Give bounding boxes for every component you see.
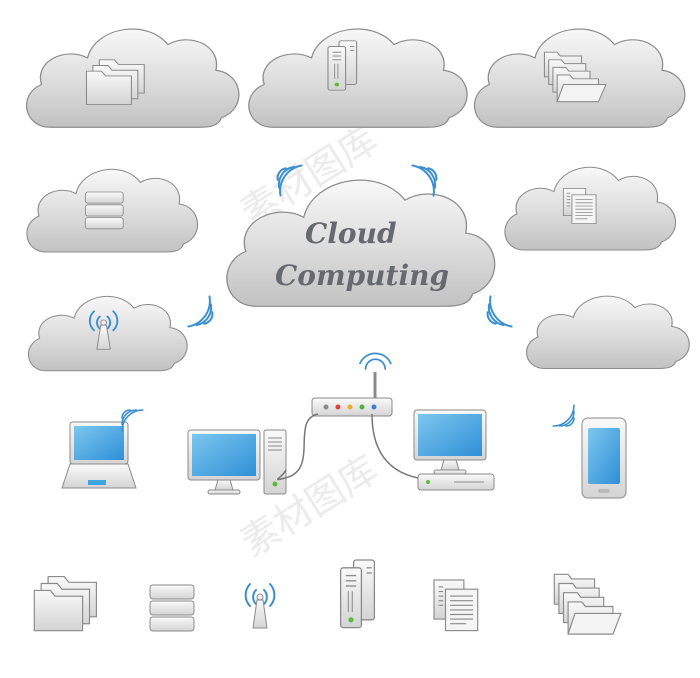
database-icon <box>84 191 124 230</box>
cloud-wifi <box>27 295 188 372</box>
cloud-folders-open <box>473 28 686 128</box>
cloud-server <box>248 28 468 128</box>
cloud-folders <box>25 28 240 128</box>
desktop-computer-icon <box>187 429 287 495</box>
bottom-server-tower-icon <box>339 559 376 629</box>
cloud-title-line2: Computing <box>275 259 449 292</box>
bottom-documents-icon <box>433 579 479 632</box>
bottom-database-icon <box>149 584 195 632</box>
bottom-folder-stack-open-icon <box>553 573 622 635</box>
cloud-title-line1: Cloud <box>305 217 397 250</box>
bottom-folder-stack-icon <box>33 576 97 632</box>
server-tower-icon <box>327 40 358 91</box>
bottom-wifi-antenna-icon <box>244 583 276 629</box>
desktop-computer-icon <box>413 409 495 491</box>
laptop-icon <box>61 409 144 489</box>
folder-stack-icon <box>85 59 145 105</box>
cloud-documents <box>504 166 677 251</box>
main-cloud: Cloud Computing <box>226 179 496 307</box>
cloud-empty <box>526 295 690 370</box>
smartphone-icon <box>552 404 627 499</box>
cloud-database <box>26 168 199 253</box>
network-cables <box>276 413 419 481</box>
router-icon <box>311 352 393 417</box>
